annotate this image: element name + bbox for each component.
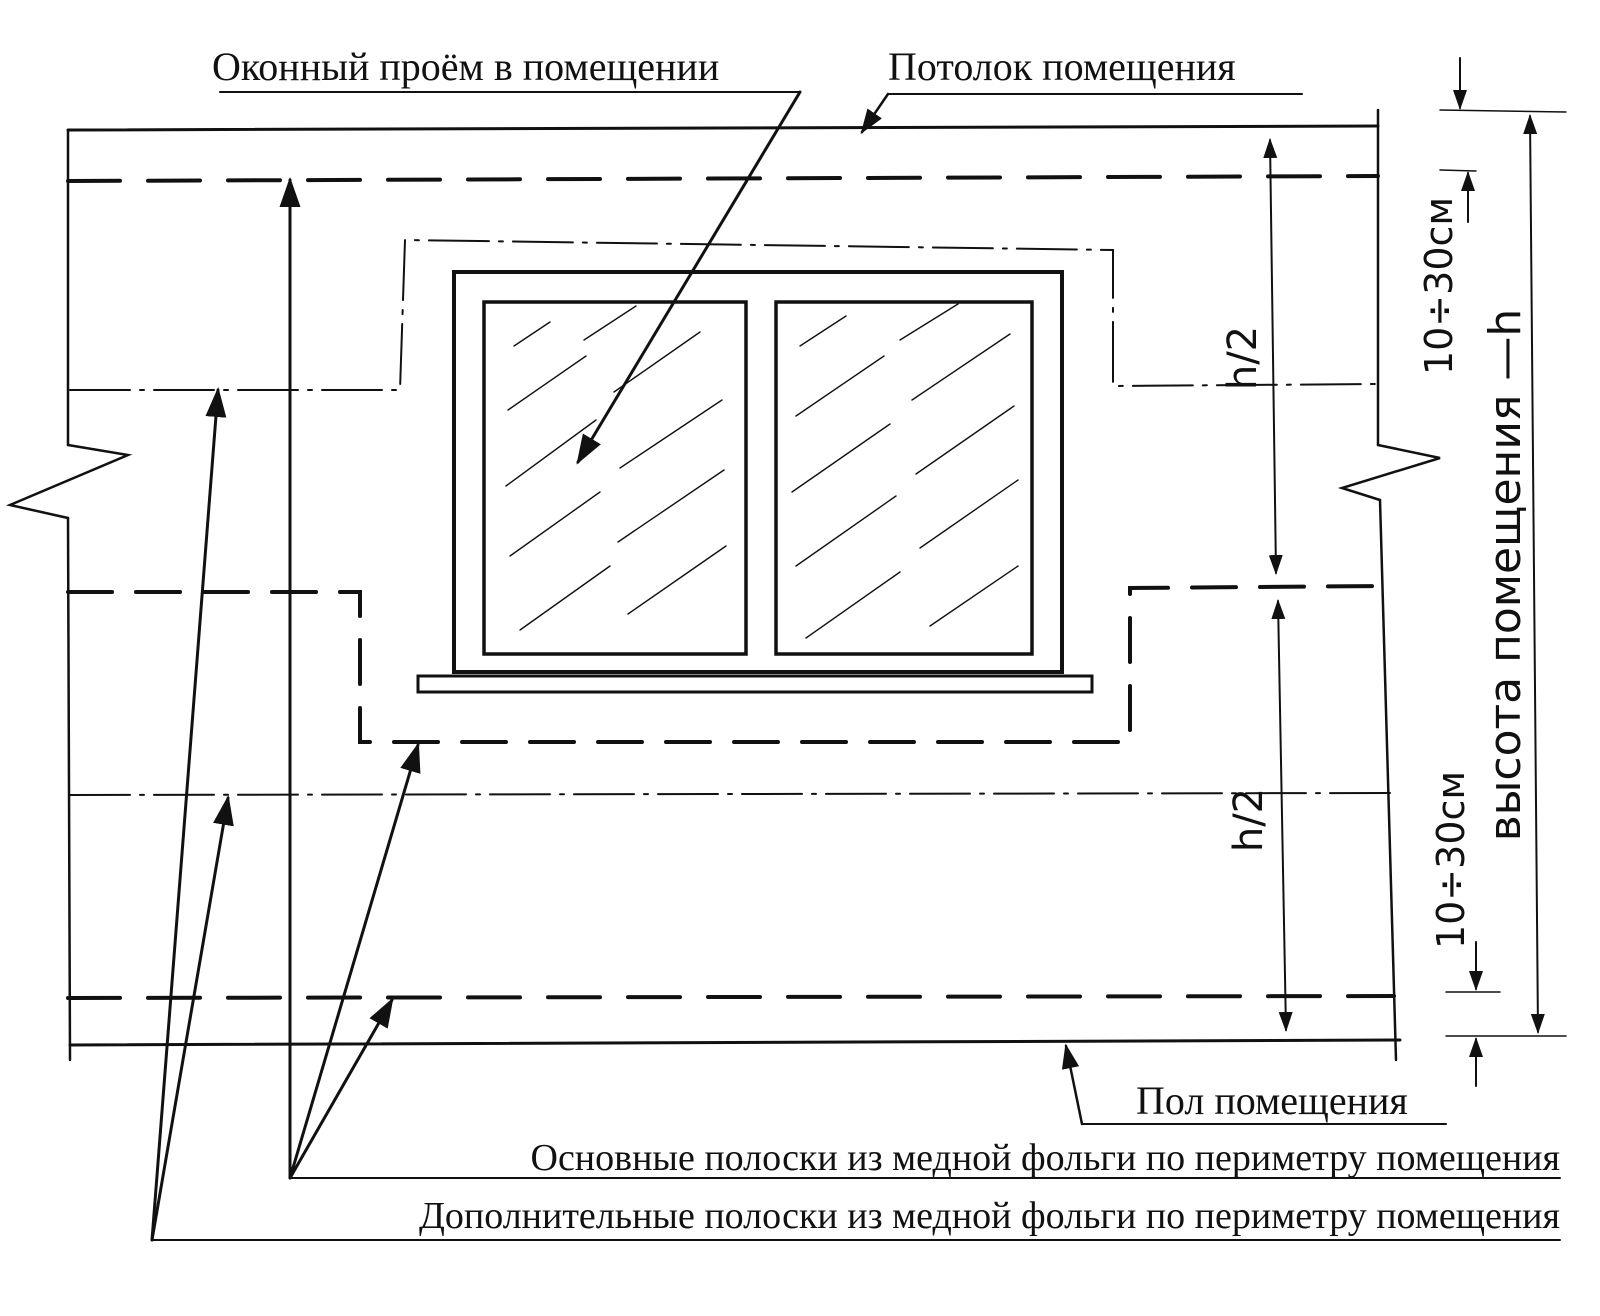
left-break-mark bbox=[5, 443, 133, 520]
glass-hatching bbox=[505, 303, 1019, 639]
main-strip-arrow-bottom bbox=[288, 997, 394, 1180]
top-offset-extension-line bbox=[1439, 169, 1477, 172]
offset-bottom-label: 10÷30см bbox=[1429, 771, 1473, 949]
dimension-half-height-top bbox=[1263, 138, 1283, 575]
offset-top-label: 10÷30см bbox=[1417, 197, 1461, 375]
extra-strip-upper bbox=[69, 238, 1379, 391]
window-opening-label: Оконный проём в помещении bbox=[212, 44, 719, 89]
wall-left-edge-bottom bbox=[66, 516, 72, 1062]
window-sill bbox=[416, 674, 1094, 694]
room-height-label: высота помещения —h bbox=[1480, 309, 1531, 842]
main-strips-label: Основные полоски из медной фольги по пер… bbox=[531, 1137, 1561, 1179]
extra-strip-lower bbox=[69, 792, 1393, 796]
main-strip-bottom bbox=[66, 994, 1396, 1000]
window-pane-right bbox=[774, 300, 1034, 656]
wall-right-edge-bottom bbox=[1378, 498, 1398, 1062]
main-strip-arrow-middle bbox=[288, 742, 421, 1180]
main-strip-top bbox=[66, 174, 1380, 183]
floor-line bbox=[68, 1038, 1402, 1047]
window-leader-arrow bbox=[576, 90, 802, 465]
ceiling-leader-arrow bbox=[860, 92, 890, 135]
window-frame bbox=[452, 270, 1064, 674]
extra-strip-arrow-upper bbox=[150, 387, 227, 1242]
dimension-half-height-bottom bbox=[1271, 599, 1293, 1032]
extra-strips-label: Дополнительные полоски из медной фольги … bbox=[419, 1195, 1560, 1237]
right-break-mark bbox=[1337, 443, 1441, 502]
ceiling-line bbox=[66, 124, 1380, 132]
extra-strip-arrow-lower bbox=[150, 795, 234, 1242]
window-pane-left bbox=[482, 300, 748, 656]
half-height-bottom-label: h/2 bbox=[1226, 788, 1272, 852]
dimension-room-height bbox=[1523, 114, 1545, 1034]
main-strip-middle bbox=[66, 584, 1382, 744]
half-height-top-label: h/2 bbox=[1220, 326, 1266, 390]
floor-label: Пол помещения bbox=[1136, 1078, 1408, 1123]
floor-leader-arrow bbox=[1061, 1043, 1084, 1126]
ceiling-label: Потолок помещения bbox=[888, 44, 1236, 89]
top-extension-line bbox=[1439, 109, 1567, 113]
